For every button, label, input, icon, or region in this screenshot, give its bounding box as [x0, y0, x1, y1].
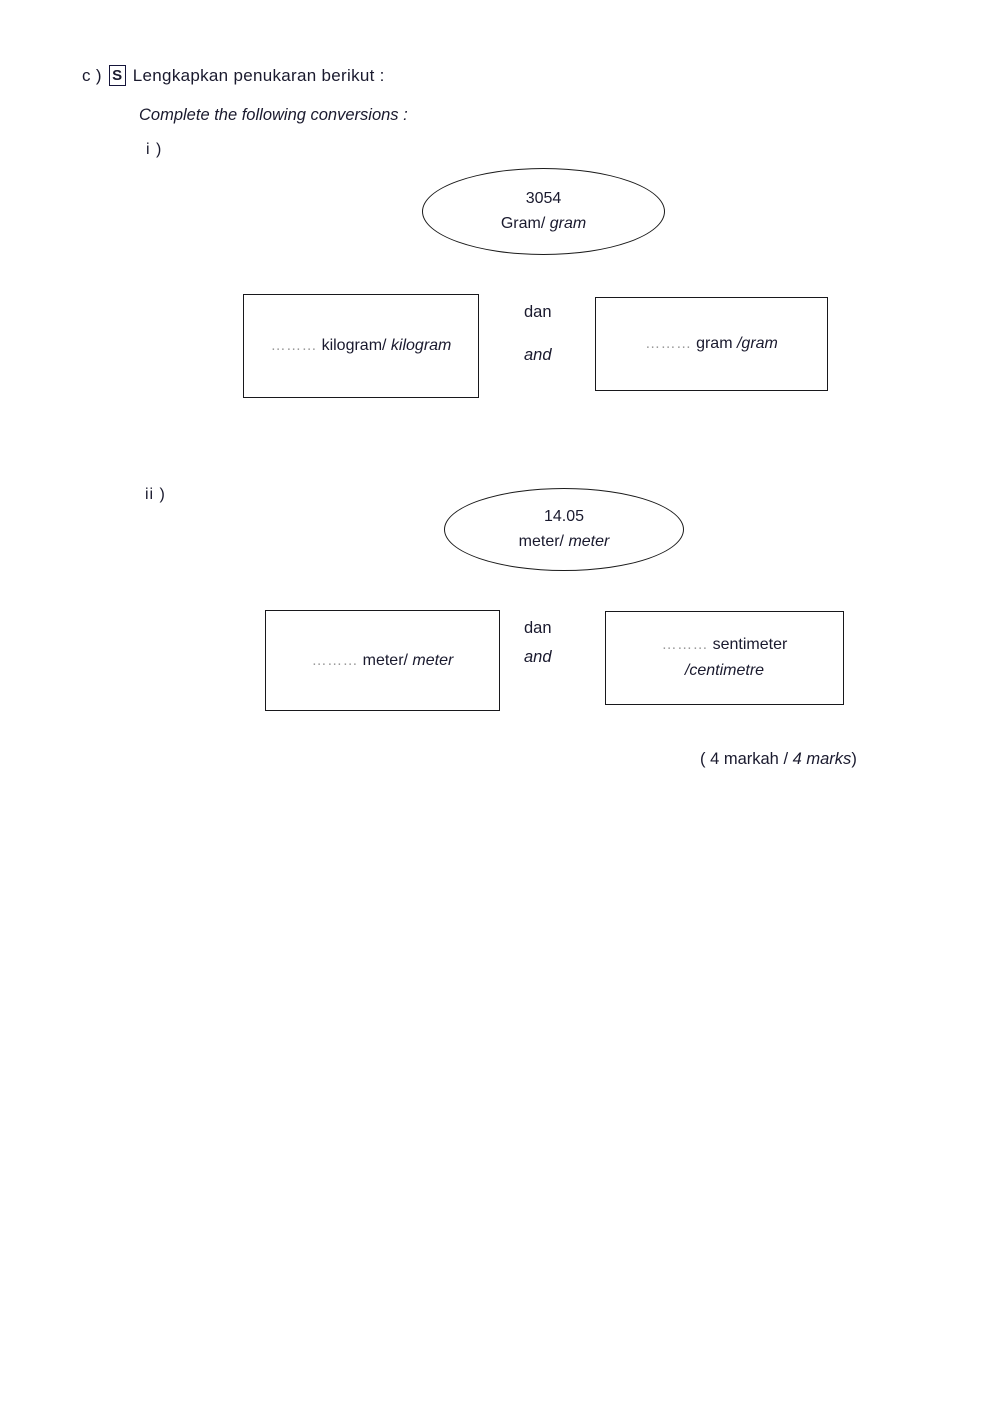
answer-box-ii-left-content: ……… meter/ meter: [302, 648, 464, 674]
marks-allocation: ( 4 markah / 4 marks): [700, 750, 857, 769]
speaking-skill-icon: S: [108, 65, 126, 86]
question-number: c ): [82, 65, 102, 85]
answer-unit-en: /centimetre: [684, 662, 765, 679]
source-unit-i: Gram/ gram: [500, 214, 587, 232]
answer-unit-my: meter/: [362, 651, 408, 669]
answer-unit-my: gram: [696, 335, 733, 353]
answer-box-i-left[interactable]: ……… kilogram/ kilogram: [243, 294, 479, 398]
answer-blank-dots: ………: [661, 636, 709, 654]
connector-english-ii: and: [524, 648, 552, 666]
answer-unit-my: kilogram/: [321, 337, 387, 355]
answer-blank-dots: ………: [311, 651, 359, 669]
connector-english-i: and: [524, 346, 552, 364]
answer-unit-en: /gram: [736, 335, 778, 353]
connector-i: dan and: [524, 303, 552, 365]
marks-english: 4 marks: [792, 750, 852, 768]
instruction-malay: Lengkapkan penukaran berikut :: [132, 65, 385, 85]
answer-blank-dots: ………: [645, 335, 692, 353]
answer-box-ii-right[interactable]: ……… sentimeter /centimetre: [605, 611, 844, 705]
source-unit-ii: meter/ meter: [518, 532, 610, 550]
answer-box-ii-right-content: ……… sentimeter /centimetre: [652, 632, 798, 683]
connector-malay-i: dan: [524, 303, 552, 321]
marks-malay: ( 4 markah /: [700, 750, 789, 768]
item-marker-ii: ii ): [145, 486, 166, 503]
answer-box-i-right-content: ……… gram /gram: [635, 331, 788, 357]
source-value-i: 3054: [525, 189, 562, 207]
item-marker-i: i ): [146, 141, 163, 158]
answer-box-i-left-content: ……… kilogram/ kilogram: [261, 333, 462, 359]
answer-unit-en: meter: [412, 651, 454, 669]
source-value-ellipse-i: 3054 Gram/ gram: [422, 168, 665, 255]
source-value-ellipse-ii: 14.05 meter/ meter: [444, 488, 684, 571]
answer-blank-dots: ………: [270, 337, 318, 355]
connector-ii: dan and: [524, 619, 552, 667]
answer-box-ii-left[interactable]: ……… meter/ meter: [265, 610, 500, 711]
source-value-ii: 14.05: [543, 507, 585, 525]
question-label: c ) S Lengkapkan penukaran berikut :: [82, 65, 385, 86]
connector-malay-ii: dan: [524, 619, 552, 637]
instruction-english: Complete the following conversions :: [139, 106, 408, 124]
answer-box-i-right[interactable]: ……… gram /gram: [595, 297, 828, 391]
marks-close-paren: ): [851, 750, 857, 768]
answer-unit-en: kilogram: [390, 337, 452, 355]
answer-unit-my: sentimeter: [712, 636, 788, 654]
